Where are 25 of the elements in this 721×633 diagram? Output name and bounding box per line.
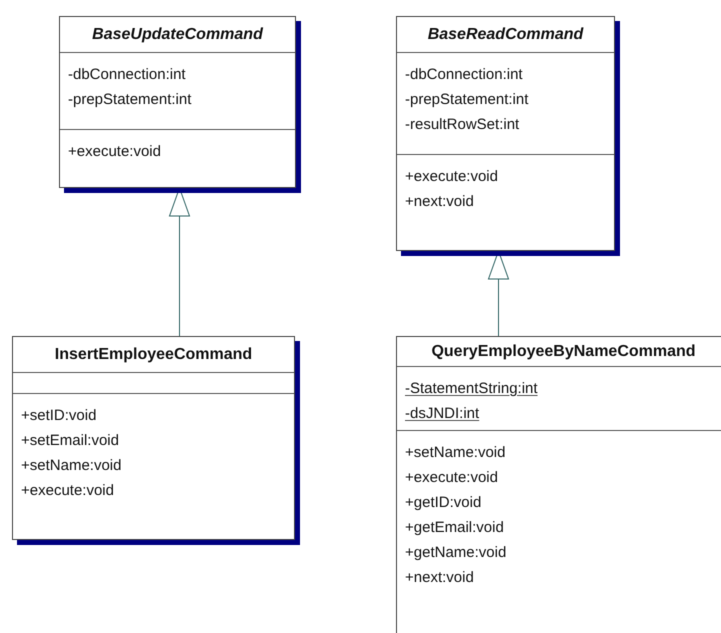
- operation-text: +getID:void: [405, 494, 482, 511]
- class-name: BaseReadCommand: [428, 24, 584, 44]
- operation-text: +getEmail:void: [405, 519, 504, 536]
- operation-text: +setID:void: [21, 407, 96, 424]
- class-name: BaseUpdateCommand: [92, 24, 263, 44]
- operation-text: +setName:void: [21, 457, 122, 474]
- class-name: QueryEmployeeByNameCommand: [431, 342, 696, 362]
- attribute-text: -dsJNDI:int: [405, 405, 480, 422]
- operation-text: +next:void: [405, 569, 474, 586]
- attribute-text: -prepStatement:int: [405, 91, 528, 108]
- attribute-text: -resultRowSet:int: [405, 116, 520, 133]
- operation-text: +getName:void: [405, 544, 506, 561]
- class-name: InsertEmployeeCommand: [54, 344, 252, 364]
- class-box: [396, 336, 721, 633]
- attribute-text: -dbConnection:int: [68, 66, 186, 83]
- operation-text: +execute:void: [405, 168, 498, 185]
- operation-text: +setName:void: [405, 444, 506, 461]
- operation-text: +execute:void: [21, 482, 114, 499]
- attribute-text: -StatementString:int: [405, 380, 538, 397]
- attribute-text: -prepStatement:int: [68, 91, 192, 108]
- operation-text: +execute:void: [68, 143, 161, 160]
- operation-text: +setEmail:void: [21, 432, 119, 449]
- attribute-text: -dbConnection:int: [405, 66, 523, 83]
- operation-text: +next:void: [405, 193, 474, 210]
- operation-text: +execute:void: [405, 469, 498, 486]
